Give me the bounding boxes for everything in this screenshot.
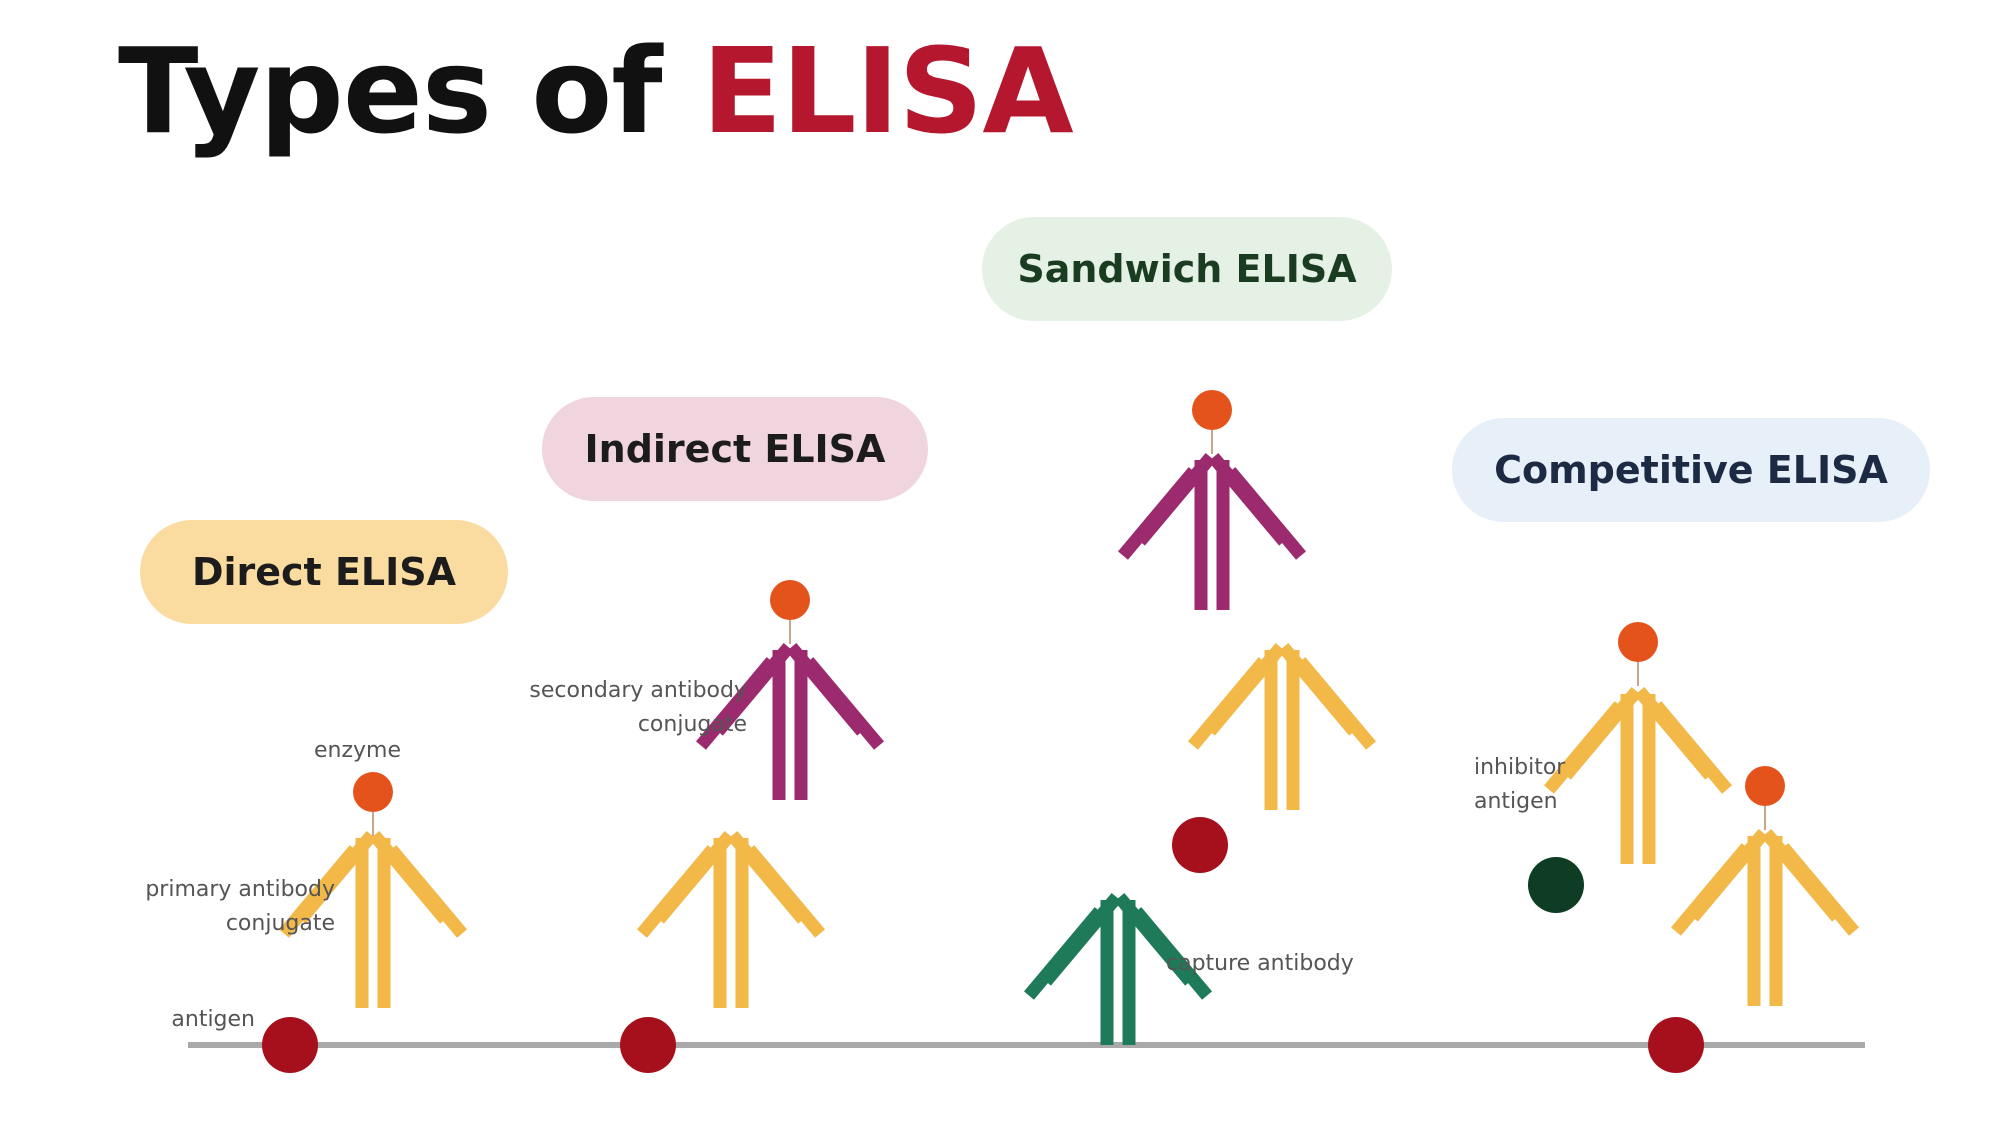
indirect-primary-antibody-stem-right <box>735 838 749 1008</box>
competitive-elisa-label: Competitive ELISA <box>1452 418 1930 522</box>
secondary-antibody-label-line1: secondary antibody <box>529 678 747 703</box>
indirect-secondary-antibody-stem-left <box>772 650 786 800</box>
title-accent: ELISA <box>701 22 1074 160</box>
sandwich-elisa-label: Sandwich ELISA <box>982 217 1392 321</box>
competitive-enzyme-2 <box>1745 766 1785 806</box>
inhibitor-antigen-label: inhibitor antigen <box>1474 751 1565 819</box>
direct-antigen <box>262 1017 318 1073</box>
capture-antibody-label: capture antibody <box>1166 951 1354 976</box>
sandwich-primary-antibody-arm-left-b <box>1204 642 1286 736</box>
competitive-antigen <box>1648 1017 1704 1073</box>
page-title: Types of ELISA <box>118 22 1074 160</box>
sandwich-capture-antibody-stem-right <box>1122 900 1136 1045</box>
sandwich-primary-antibody-stem-right <box>1286 650 1300 810</box>
primary-antibody-label: primary antibody conjugate <box>145 873 335 941</box>
indirect-secondary-antibody-arm-right-b <box>803 657 885 750</box>
direct-enzyme <box>353 772 393 812</box>
primary-antibody-label-line1: primary antibody <box>145 877 335 902</box>
direct-primary-antibody-arm-right-b <box>386 845 468 938</box>
competitive-bound-antibody-arm-left-b <box>1560 686 1642 780</box>
sandwich-primary-antibody-stem-left <box>1264 650 1278 810</box>
competitive-primary-antibody-stem-right <box>1769 836 1783 1006</box>
indirect-primary-antibody-stem-left <box>713 838 727 1008</box>
inhibitor-antigen-label-line2: antigen <box>1474 789 1558 814</box>
sandwich-capture-antibody-stem-left <box>1100 900 1114 1045</box>
direct-primary-antibody-stem-right <box>377 838 391 1008</box>
sandwich-secondary-antibody-stem-right <box>1216 460 1230 610</box>
competitive-bound-antibody-stem-right <box>1642 694 1656 864</box>
direct-primary-antibody-stem-left <box>355 838 369 1008</box>
sandwich-capture-antibody-arm-right-b <box>1131 907 1213 1000</box>
direct-elisa-label: Direct ELISA <box>140 520 508 624</box>
sandwich-antigen <box>1172 817 1228 873</box>
indirect-primary-antibody-arm-right-b <box>744 845 826 938</box>
competitive-primary-antibody-arm-right-b <box>1778 843 1860 936</box>
sandwich-secondary-antibody-arm-left-b <box>1134 452 1216 546</box>
sandwich-enzyme <box>1192 390 1232 430</box>
sandwich-secondary-antibody-stem-left <box>1194 460 1208 610</box>
indirect-secondary-antibody-stem-right <box>794 650 808 800</box>
indirect-secondary-antibody-arm-left-b <box>712 642 794 736</box>
sandwich-primary-antibody-arm-right-b <box>1295 657 1377 750</box>
secondary-antibody-label-line2: conjugate <box>637 712 747 737</box>
indirect-enzyme <box>770 580 810 620</box>
enzyme-label: enzyme <box>314 738 402 763</box>
title-prefix: Types of <box>118 22 702 160</box>
indirect-primary-antibody-arm-left-b <box>653 830 735 924</box>
sandwich-secondary-antibody-arm-right-b <box>1225 467 1307 560</box>
secondary-antibody-label: secondary antibody conjugate <box>529 674 747 742</box>
inhibitor-antigen-label-line1: inhibitor <box>1474 755 1566 780</box>
competitive-primary-antibody-stem-left <box>1747 836 1761 1006</box>
antigen-label: antigen <box>171 1007 255 1032</box>
indirect-antigen <box>620 1017 676 1073</box>
primary-antibody-label-line2: conjugate <box>225 911 335 936</box>
sandwich-capture-antibody-arm-left-b <box>1040 892 1122 986</box>
competitive-bound-antibody-stem-left <box>1620 694 1634 864</box>
direct-primary-antibody-arm-left-b <box>295 830 377 924</box>
competitive-inhibitor-antigen <box>1528 857 1584 913</box>
competitive-bound-antibody-arm-right-b <box>1651 701 1733 794</box>
indirect-elisa-label: Indirect ELISA <box>542 397 928 501</box>
competitive-enzyme-1 <box>1618 622 1658 662</box>
competitive-primary-antibody-arm-left-b <box>1687 828 1769 922</box>
